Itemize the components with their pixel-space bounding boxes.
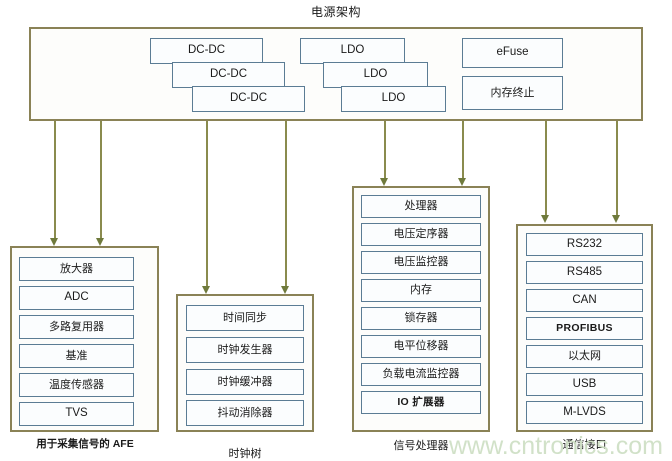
sp-item-voltage-sequencer[interactable]: 电压定序器 — [361, 223, 481, 246]
efuse-box[interactable]: eFuse — [462, 38, 563, 68]
connector-arrow-6 — [458, 178, 466, 186]
connector-line-7 — [545, 121, 547, 216]
afe-item-tvs[interactable]: TVS — [19, 402, 134, 426]
page-title: 电源架构 — [310, 5, 361, 19]
comm-item-rs485[interactable]: RS485 — [526, 261, 643, 284]
connector-line-4 — [285, 121, 287, 287]
connector-line-2 — [100, 121, 102, 239]
connector-line-1 — [54, 121, 56, 239]
dcdc-box-3[interactable]: DC-DC — [192, 86, 305, 112]
ldo-box-3[interactable]: LDO — [341, 86, 446, 112]
clock-item-clock-generator[interactable]: 时钟发生器 — [186, 337, 304, 363]
ldo-box-1[interactable]: LDO — [300, 38, 405, 64]
dcdc-box-1[interactable]: DC-DC — [150, 38, 263, 64]
clock-item-clock-buffer[interactable]: 时钟缓冲器 — [186, 369, 304, 395]
comm-item-ethernet[interactable]: 以太网 — [526, 345, 643, 368]
afe-item-temperature-sensor[interactable]: 温度传感器 — [19, 373, 134, 397]
afe-item-reference[interactable]: 基准 — [19, 344, 134, 368]
sp-item-voltage-monitor[interactable]: 电压监控器 — [361, 251, 481, 274]
sp-item-processor[interactable]: 处理器 — [361, 195, 481, 218]
comm-item-usb[interactable]: USB — [526, 373, 643, 396]
memory-termination-box[interactable]: 内存终止 — [462, 76, 563, 110]
group-clock-tree-caption: 时钟树 — [228, 448, 262, 460]
connector-line-5 — [384, 121, 386, 179]
sp-item-latch[interactable]: 锁存器 — [361, 307, 481, 330]
connector-line-6 — [462, 121, 464, 179]
connector-arrow-7 — [541, 215, 549, 223]
dcdc-box-2[interactable]: DC-DC — [172, 62, 285, 88]
connector-arrow-5 — [380, 178, 388, 186]
sp-item-load-current-monitor[interactable]: 负载电流监控器 — [361, 363, 481, 386]
connector-arrow-4 — [281, 286, 289, 294]
comm-item-rs232[interactable]: RS232 — [526, 233, 643, 256]
afe-item-amplifier[interactable]: 放大器 — [19, 257, 134, 281]
connector-arrow-8 — [612, 215, 620, 223]
connector-arrow-1 — [50, 238, 58, 246]
group-signal-processor-caption: 信号处理器 — [393, 440, 449, 452]
sp-item-memory[interactable]: 内存 — [361, 279, 481, 302]
connector-line-8 — [616, 121, 618, 216]
group-afe-caption: 用于采集信号的 AFE — [36, 438, 134, 450]
clock-item-jitter-cleaner[interactable]: 抖动消除器 — [186, 400, 304, 426]
connector-arrow-2 — [96, 238, 104, 246]
afe-item-adc[interactable]: ADC — [19, 286, 134, 310]
sp-item-io-expander[interactable]: IO 扩展器 — [361, 391, 481, 414]
comm-item-profibus[interactable]: PROFIBUS — [526, 317, 643, 340]
connector-arrow-3 — [202, 286, 210, 294]
connector-line-3 — [206, 121, 208, 287]
clock-item-time-sync[interactable]: 时间同步 — [186, 305, 304, 331]
sp-item-level-shifter[interactable]: 电平位移器 — [361, 335, 481, 358]
afe-item-multiplexer[interactable]: 多路复用器 — [19, 315, 134, 339]
comm-item-mlvds[interactable]: M-LVDS — [526, 401, 643, 424]
ldo-box-2[interactable]: LDO — [323, 62, 428, 88]
site-watermark: www.cntronics.com — [449, 432, 663, 460]
group-comm-interface-caption: 通信接口 — [562, 439, 607, 451]
comm-item-can[interactable]: CAN — [526, 289, 643, 312]
